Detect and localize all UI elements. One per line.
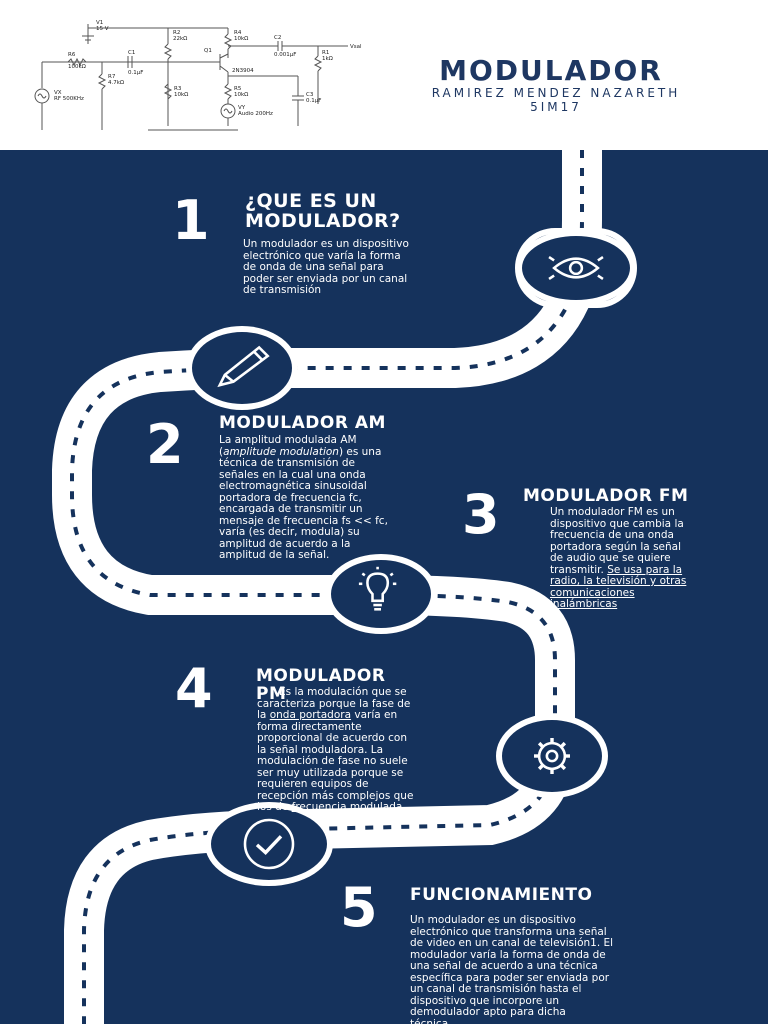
checkmark-icon: [211, 808, 327, 880]
section-5-line: técnica.: [410, 1019, 670, 1030]
label-c1: C1: [128, 50, 135, 56]
author-block: RAMIREZ MENDEZ NAZARETH 5IM17: [396, 86, 716, 114]
lightbulb-icon-circle: [325, 554, 437, 634]
author-group: 5IM17: [396, 100, 716, 114]
section-3-number: 3: [462, 488, 500, 542]
section-1-line: de transmisión: [243, 285, 483, 297]
section-5-line: un canal de transmisión hasta el: [410, 984, 670, 996]
section-4-number: 4: [175, 662, 213, 716]
circuit-diagram: V1 15 V R2 22kΩ R4 10kΩ C2 0.001µF Vsal …: [28, 14, 378, 134]
section-2-line: electromagnética sinusoidal: [219, 481, 429, 493]
pencil-icon: [192, 332, 292, 404]
section-1-heading: ¿QUE ES UN MODULADOR?: [245, 191, 401, 231]
label-r1-val: 1kΩ: [322, 56, 333, 62]
section-5-line: demodulador apto para dicha: [410, 1007, 670, 1019]
label-c2: C2: [274, 35, 281, 41]
pencil-icon-circle: [186, 326, 298, 410]
section-2-line: encargada de transmitir un: [219, 504, 429, 516]
section-2-line: varía (es decir, modula) su: [219, 527, 429, 539]
section-5-line: una señal de acuerdo a una técnica: [410, 961, 670, 973]
section-1-number: 1: [172, 194, 210, 248]
section-2-line: amplitud de la señal.: [219, 550, 429, 562]
infographic-panel: 1 ¿QUE ES UN MODULADOR? Un modulador es …: [0, 150, 768, 1024]
author-name: RAMIREZ MENDEZ NAZARETH: [396, 86, 716, 100]
label-c3-val: 0.1µF: [306, 98, 321, 104]
label-r6-val: 100kΩ: [68, 64, 86, 70]
section-3-text: Un modulador FM es un dispositivo que ca…: [550, 507, 760, 611]
section-4-line: proporcional de acuerdo con: [257, 733, 467, 745]
section-5-line: Un modulador es un dispositivo: [410, 915, 670, 927]
section-3-line: Un modulador FM es un: [550, 507, 760, 519]
section-4-text: Es la modulación que se caracteriza porq…: [257, 687, 467, 814]
section-3-link-line[interactable]: radio, la televisión y otras: [550, 576, 760, 588]
section-1-line: de onda de una señal para: [243, 262, 483, 274]
label-r4-val: 10kΩ: [234, 36, 248, 42]
section-4-line: los de frecuencia modulada.: [257, 802, 467, 814]
checkmark-icon-circle: [205, 802, 333, 886]
label-c2-val: 0.001µF: [274, 52, 296, 58]
gear-icon: [502, 720, 602, 792]
section-3-line: frecuencia de una onda: [550, 530, 760, 542]
eye-icon-circle-main: [516, 230, 636, 306]
section-3-link-line[interactable]: inalámbricas: [550, 599, 760, 611]
section-3-heading: MODULADOR FM: [523, 487, 688, 505]
section-1-heading-line2: MODULADOR?: [245, 211, 401, 231]
label-v1-val: 15 V: [96, 26, 109, 32]
label-r5-val: 10kΩ: [234, 92, 248, 98]
section-2-italic: amplitude modulation: [223, 446, 339, 458]
label-vy-val: Audio 200Hz: [238, 111, 273, 117]
section-1-line: Un modulador es un dispositivo: [243, 239, 483, 251]
eye-icon: [522, 236, 630, 300]
label-q1: Q1: [204, 48, 212, 54]
section-3-link[interactable]: Se usa para la: [607, 564, 682, 576]
label-c1-val: 0.1µF: [128, 70, 143, 76]
label-vsal: Vsal: [350, 44, 362, 50]
section-4-link-fm[interactable]: frecuencia modulada: [292, 801, 403, 813]
section-2-text: La amplitud modulada AM (amplitude modul…: [219, 435, 429, 562]
gear-icon-circle: [496, 714, 608, 798]
page-title: MODULADOR: [396, 54, 706, 87]
section-4-line: la onda portadora varía en: [257, 710, 467, 722]
label-r3-val: 10kΩ: [174, 92, 188, 98]
section-5-number: 5: [340, 881, 378, 935]
section-4-line: modulación de fase no suele: [257, 756, 467, 768]
section-5-line: de video en un canal de televisión1. El: [410, 938, 670, 950]
section-4-heading-line1: MODULADOR: [256, 667, 385, 685]
section-4-line: Es la modulación que se: [257, 687, 467, 699]
section-5-heading: FUNCIONAMIENTO: [410, 886, 592, 904]
lightbulb-icon: [331, 560, 431, 628]
label-vx-val: RF 500KHz: [54, 96, 84, 102]
section-2-number: 2: [146, 418, 184, 472]
section-2-line: técnica de transmisión de: [219, 458, 429, 470]
section-4-link-carrier[interactable]: onda portadora: [270, 709, 351, 721]
section-2-heading: MODULADOR AM: [219, 414, 386, 432]
header: V1 15 V R2 22kΩ R4 10kΩ C2 0.001µF Vsal …: [0, 0, 768, 150]
section-1-heading-line1: ¿QUE ES UN: [245, 191, 401, 211]
section-1-text: Un modulador es un dispositivo electróni…: [243, 239, 483, 297]
section-4-line: requieren equipos de: [257, 779, 467, 791]
label-r2-val: 22kΩ: [173, 36, 187, 42]
label-r7-val: 4.7kΩ: [108, 80, 124, 86]
label-q-model: 2N3904: [232, 68, 254, 74]
label-r6: R6: [68, 52, 76, 58]
section-5-text: Un modulador es un dispositivo electróni…: [410, 915, 670, 1030]
